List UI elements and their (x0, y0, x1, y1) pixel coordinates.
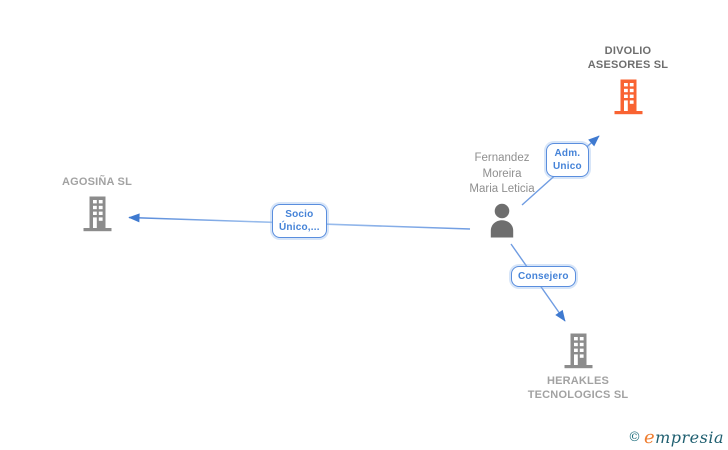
person-name-line: Moreira (482, 167, 522, 180)
company-node-divolio[interactable]: DIVOLIO ASESORES SL (558, 44, 698, 115)
relationship-label-line: Consejero (518, 271, 569, 282)
person-icon (490, 203, 514, 237)
brand-rest: mpresia (655, 428, 724, 447)
relationship-label-line: Adm. (554, 148, 581, 159)
relationship-label-socio-unico[interactable]: Socio Único,... (272, 204, 327, 238)
relationship-label-consejero[interactable]: Consejero (511, 266, 576, 287)
copyright-icon: © (627, 430, 641, 445)
company-name-agosina: AGOSIÑA SL (62, 175, 132, 189)
company-name-line: TECNOLOGICS SL (527, 389, 629, 401)
person-name-line: Fernandez (474, 152, 530, 164)
brand-initial: e (643, 427, 656, 448)
company-name-herakles: HERAKLES TECNOLOGICS SL (528, 374, 629, 402)
relationship-label-line: Unico (553, 161, 582, 172)
empresia-logo: ©empresia (628, 427, 724, 448)
person-node-fernandez-moreira[interactable]: Fernandez Moreira Maria Leticia (432, 151, 572, 238)
company-node-herakles[interactable]: HERAKLES TECNOLOGICS SL (508, 332, 648, 402)
relationship-label-line: Socio (285, 209, 314, 220)
person-name: Fernandez Moreira Maria Leticia (469, 151, 534, 198)
company-name-line: ASESORES SL (587, 59, 669, 71)
company-name-line: DIVOLIO (604, 45, 652, 57)
brand-wordmark: empresia (643, 427, 724, 448)
building-icon (564, 333, 592, 369)
company-name-divolio: DIVOLIO ASESORES SL (588, 44, 668, 72)
person-name-line: Maria Leticia (469, 183, 535, 195)
building-icon (614, 79, 642, 115)
relationship-label-line: Único,... (279, 222, 320, 233)
company-name-line: AGOSIÑA SL (61, 176, 133, 188)
relationship-label-adm-unico[interactable]: Adm. Unico (546, 143, 589, 177)
building-icon (83, 196, 111, 232)
company-name-line: HERAKLES (546, 375, 610, 387)
company-node-agosina[interactable]: AGOSIÑA SL (27, 175, 167, 232)
